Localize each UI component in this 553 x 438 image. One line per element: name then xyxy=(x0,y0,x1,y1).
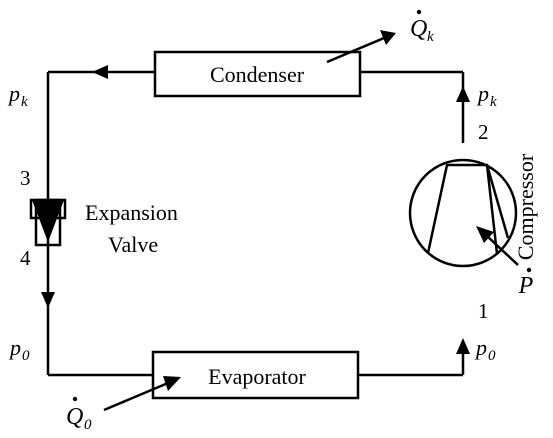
evaporator-heat-symbol: Q xyxy=(66,404,83,430)
pressure-low-left-symbol: p xyxy=(8,335,21,360)
evaporator-box xyxy=(151,350,360,400)
power-dot xyxy=(526,267,532,273)
evaporator-heat-sub: 0 xyxy=(84,417,92,433)
state-3-label: 3 xyxy=(20,166,31,190)
condenser-heat-arrow-line xyxy=(326,36,385,64)
expansion-valve-outline xyxy=(34,198,62,247)
pressure-high-right-symbol: p xyxy=(476,81,489,106)
state-4-label: 4 xyxy=(20,246,31,270)
flow-arrow-right-upper xyxy=(456,86,470,102)
evaporator-heat-arrow-head xyxy=(163,376,181,391)
pressure-high-left-sub: k xyxy=(21,94,28,110)
evaporator-heat-arrow-line xyxy=(103,381,169,412)
power-arrow-head xyxy=(476,226,494,243)
condenser-heat-symbol: Q xyxy=(410,16,427,42)
power-label: P xyxy=(518,273,534,299)
flow-arrow-top-left xyxy=(92,65,108,79)
compressor-blade-right xyxy=(485,164,510,239)
state-2-label: 2 xyxy=(478,120,489,144)
condenser-heat-sub: k xyxy=(427,29,434,45)
power-arrow-line xyxy=(486,235,519,266)
state-1-label: 1 xyxy=(478,299,489,323)
flow-arrow-left-lower xyxy=(41,292,55,308)
condenser-heat-dot xyxy=(416,9,422,15)
evaporator-label: Evaporator xyxy=(208,364,306,389)
pressure-low-left-sub: 0 xyxy=(22,348,30,364)
condenser-label: Condenser xyxy=(210,62,305,87)
pressure-low-right-symbol: p xyxy=(474,335,487,360)
flow-arrow-right-lower xyxy=(456,338,470,354)
expansion-valve-label-1: Expansion xyxy=(85,200,178,225)
expansion-valve-label-2: Valve xyxy=(108,232,158,257)
condenser-heat-arrow-head xyxy=(380,30,396,45)
evaporator-heat-dot xyxy=(72,396,78,402)
compressor-label: Compressor xyxy=(513,153,538,260)
condenser-box xyxy=(153,50,362,98)
pressure-high-left-symbol: p xyxy=(7,81,20,106)
pressure-low-right-sub: 0 xyxy=(488,348,496,364)
expansion-valve-icon xyxy=(32,200,64,242)
pressure-high-right-sub: k xyxy=(490,94,497,110)
compressor-blade-left xyxy=(426,163,499,255)
